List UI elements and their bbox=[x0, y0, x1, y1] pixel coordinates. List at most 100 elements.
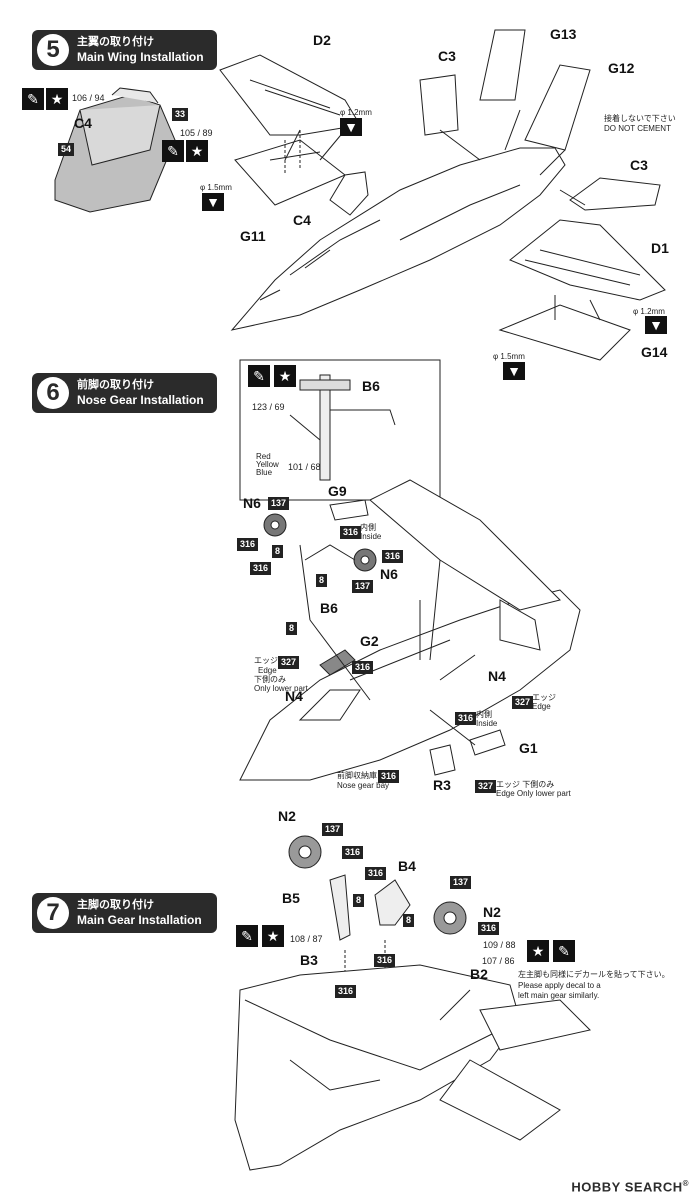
part-label: B3 bbox=[300, 952, 318, 968]
part-label: G1 bbox=[519, 740, 538, 756]
paint-number: 137 bbox=[352, 580, 374, 593]
lower-note-jp: 下側のみ bbox=[254, 675, 286, 684]
watermark: HOBBY SEARCH® bbox=[571, 1178, 689, 1194]
color-yellow: Yellow bbox=[256, 460, 279, 469]
part-label: G11 bbox=[240, 228, 266, 244]
paint-number: 137 bbox=[322, 823, 344, 836]
bay-note-jp: 前脚収納庫 bbox=[337, 771, 377, 780]
paint-number: 316 bbox=[478, 922, 500, 935]
wing-d1-drawing bbox=[509, 219, 666, 301]
step-5-banner: 5 主翼の取り付け Main Wing Installation bbox=[32, 30, 217, 70]
part-label: D2 bbox=[313, 32, 331, 48]
do-not-cement-en: DO NOT CEMENT bbox=[604, 124, 671, 133]
drill-size: φ 1.5mm bbox=[493, 352, 525, 361]
step-title-jp: 主脚の取り付け bbox=[77, 899, 154, 911]
drill-icon: ▼ bbox=[503, 362, 525, 380]
edge-note-en: Edge bbox=[258, 666, 277, 675]
edge3-note-jp: エッジ 下側のみ bbox=[496, 780, 555, 789]
paint-number: 327 bbox=[475, 780, 497, 793]
note-en-1: Please apply decal to a bbox=[518, 981, 601, 990]
inside2-note-en: Inside bbox=[476, 719, 498, 728]
paint-number: 327 bbox=[278, 656, 300, 669]
paint-number: 8 bbox=[316, 574, 328, 587]
edge3-note-en: Edge Only lower part bbox=[496, 789, 571, 798]
part-number: 33 bbox=[172, 108, 189, 121]
paint-number: 316 bbox=[340, 526, 362, 539]
door-r3-drawing bbox=[429, 744, 456, 776]
paint-code: 123 / 69 bbox=[252, 402, 285, 412]
drill-size: φ 1.5mm bbox=[200, 183, 232, 192]
part-label: D1 bbox=[651, 240, 669, 256]
tail-g13-drawing bbox=[479, 29, 526, 101]
star-icon: ★ bbox=[46, 88, 68, 110]
step-title-en: Nose Gear Installation bbox=[77, 393, 204, 407]
part-label: B6 bbox=[362, 378, 380, 394]
paint-number: 316 bbox=[250, 562, 272, 575]
paint-number: 8 bbox=[286, 622, 298, 635]
part-label: N6 bbox=[243, 495, 261, 511]
paint-number: 8 bbox=[403, 914, 415, 927]
door-g9-drawing bbox=[329, 499, 369, 521]
part-label: N4 bbox=[285, 688, 303, 704]
stabilizer-c3-right-drawing bbox=[569, 177, 661, 211]
paint-number: 316 bbox=[365, 867, 387, 880]
part-label: G13 bbox=[550, 26, 577, 42]
part-label: C4 bbox=[293, 212, 311, 228]
paint-number: 327 bbox=[512, 696, 534, 709]
part-label: N2 bbox=[278, 808, 296, 824]
step-7-banner: 7 主脚の取り付け Main Gear Installation bbox=[32, 893, 217, 933]
paint-number: 316 bbox=[237, 538, 259, 551]
strut-b6-drawing bbox=[299, 544, 356, 621]
note-en-2: left main gear similarly. bbox=[518, 991, 600, 1000]
paint-code: 109 / 88 bbox=[483, 940, 516, 950]
stabilizer-c3-drawing bbox=[419, 74, 459, 136]
step-number: 6 bbox=[37, 377, 69, 409]
inside-note-jp: 内側 bbox=[360, 523, 376, 532]
star-icon: ★ bbox=[527, 940, 549, 962]
drill-icon: ▼ bbox=[340, 118, 362, 136]
do-not-cement-jp: 接着しないで下さい bbox=[604, 114, 676, 123]
step-6-banner: 6 前脚の取り付け Nose Gear Installation bbox=[32, 373, 217, 413]
wing-side-drawing bbox=[369, 479, 561, 611]
part-label: N4 bbox=[488, 668, 506, 684]
part-label: B6 bbox=[320, 600, 338, 616]
tail-g12-drawing bbox=[524, 64, 591, 151]
paint-brush-icon: ✎ bbox=[162, 140, 184, 162]
paint-code: 108 / 87 bbox=[290, 934, 323, 944]
paint-number: 316 bbox=[382, 550, 404, 563]
step-number: 7 bbox=[37, 897, 69, 929]
drill-size: φ 1.2mm bbox=[633, 307, 665, 316]
part-label: C3 bbox=[630, 157, 648, 173]
paint-brush-icon: ✎ bbox=[22, 88, 44, 110]
part-number: 54 bbox=[58, 143, 75, 156]
part-label: G2 bbox=[360, 633, 379, 649]
step-number: 5 bbox=[37, 34, 69, 66]
drill-size: φ 1.2mm bbox=[340, 108, 372, 117]
paint-code: 101 / 68 bbox=[288, 462, 321, 472]
drill-icon: ▼ bbox=[645, 316, 667, 334]
bay-note-en: Nose gear bay bbox=[337, 781, 390, 790]
paint-code: 107 / 86 bbox=[482, 956, 515, 966]
part-label: N6 bbox=[380, 566, 398, 582]
panel-g14-drawing bbox=[498, 304, 631, 361]
paint-number: 137 bbox=[268, 497, 290, 510]
paint-number: 137 bbox=[450, 876, 472, 889]
part-label: C4 bbox=[74, 115, 92, 131]
part-label: N2 bbox=[483, 904, 501, 920]
part-label: C3 bbox=[438, 48, 456, 64]
color-blue: Blue bbox=[256, 468, 273, 477]
inside-note-en: Inside bbox=[360, 532, 382, 541]
wing-d2-drawing bbox=[219, 54, 361, 136]
edge2-note-jp: エッジ bbox=[532, 693, 556, 702]
part-label: G12 bbox=[608, 60, 635, 76]
edge-note-jp: エッジ bbox=[254, 656, 278, 665]
paint-number: 8 bbox=[272, 545, 284, 558]
paint-number: 8 bbox=[353, 894, 365, 907]
paint-number: 316 bbox=[455, 712, 477, 725]
step-title-en: Main Gear Installation bbox=[77, 913, 202, 927]
paint-brush-icon: ✎ bbox=[248, 365, 270, 387]
part-label: G14 bbox=[641, 344, 668, 360]
paint-number: 316 bbox=[335, 985, 357, 998]
